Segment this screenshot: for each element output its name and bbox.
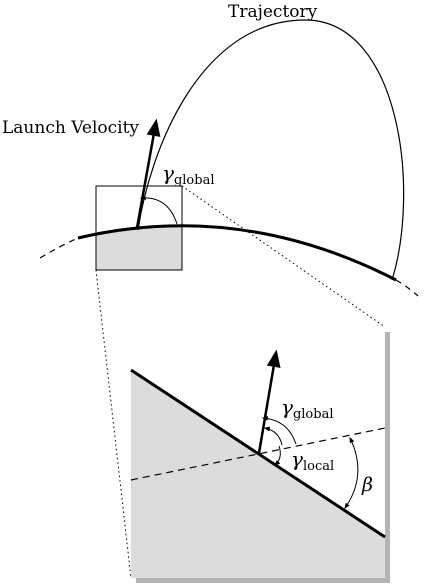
global-horizontal-dashed xyxy=(130,427,386,481)
gamma-local-arc-zoom-lower xyxy=(274,445,281,466)
planet-surface xyxy=(77,224,397,282)
projection-line-left xyxy=(95,269,132,579)
gamma-global-label-top: γglobal xyxy=(162,161,215,188)
gamma-local-label-zoom: γlocal xyxy=(291,447,334,474)
launch-velocity-arrow xyxy=(135,118,161,229)
trajectory-curve xyxy=(137,19,405,281)
launch-velocity-arrow-zoom xyxy=(257,349,281,454)
beta-label: β xyxy=(361,474,373,496)
zoom-box-small xyxy=(95,185,183,271)
gamma-global-arc-zoom xyxy=(261,415,297,445)
projection-line-right xyxy=(181,185,386,328)
gamma-global-arc-top xyxy=(139,195,178,225)
local-surface-line xyxy=(130,368,386,539)
zoom-ground xyxy=(131,370,385,578)
surface-dashed-left xyxy=(39,237,79,259)
trajectory-label: Trajectory xyxy=(228,2,318,22)
launch-velocity-label: Launch Velocity xyxy=(2,118,139,138)
beta-angle-arc xyxy=(344,436,359,509)
small-box-ground xyxy=(96,225,182,270)
surface-dashed-right xyxy=(395,279,419,297)
gamma-global-label-zoom: γglobal xyxy=(281,395,334,422)
gamma-local-arc-zoom xyxy=(263,426,283,446)
